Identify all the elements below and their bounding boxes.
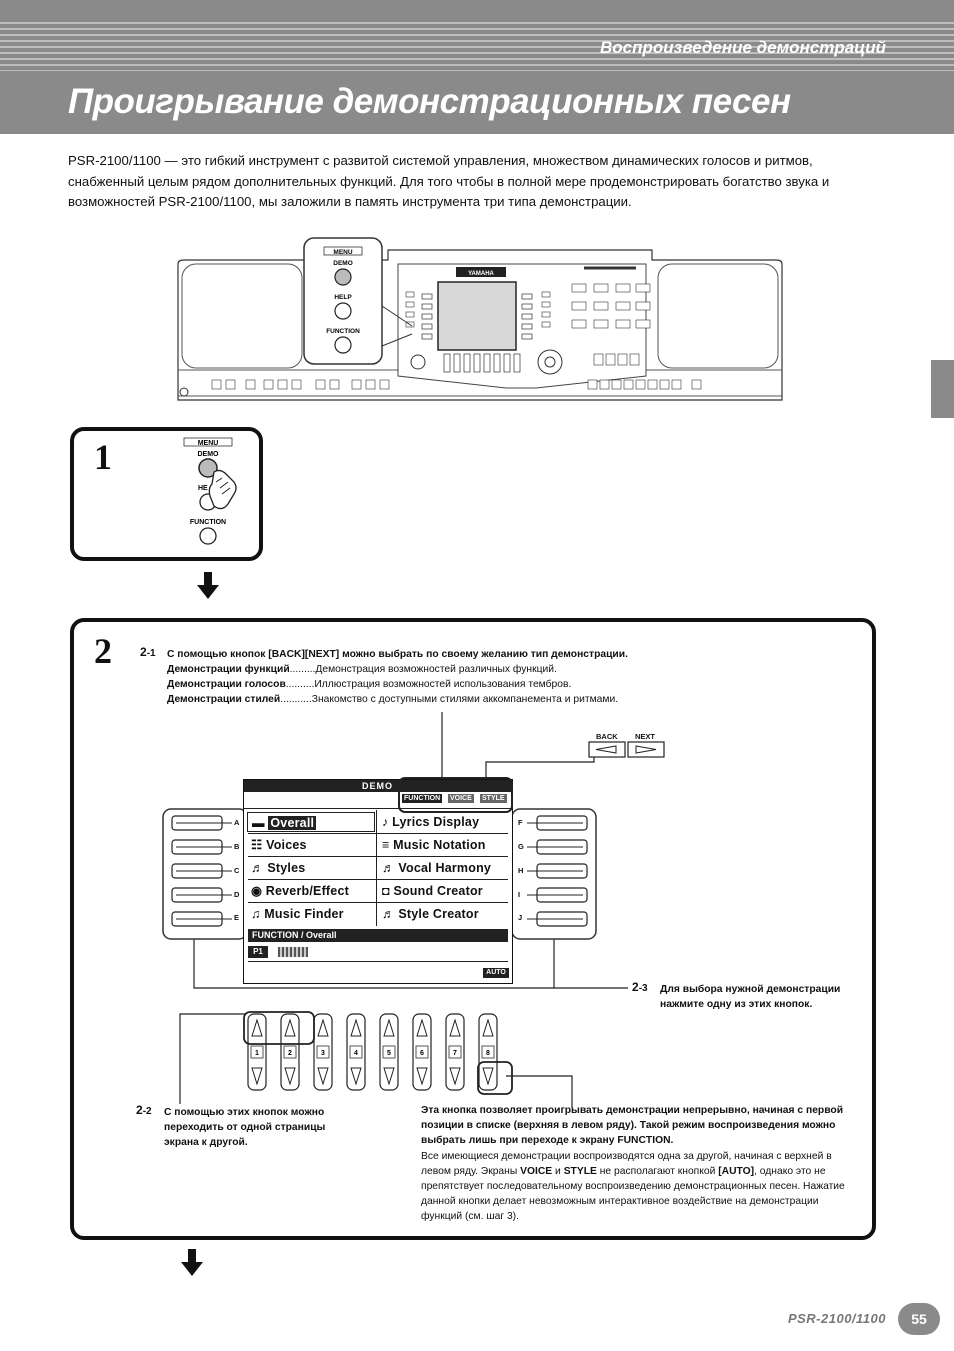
keyboard-illustration: YAMAHA MENU DEMO HELP FUNCTION: [177, 237, 783, 401]
lcd-item-music-finder[interactable]: ♫ Music Finder: [251, 907, 344, 921]
function-label: FUNCTION: [190, 519, 226, 526]
demo-label: DEMO: [198, 451, 220, 458]
auto-bold-text: Эта кнопка позволяет проигрывать демонст…: [421, 1105, 844, 1146]
demo-type-function: Демонстрации функций.........Демонстраци…: [167, 664, 557, 675]
lcd-status-bar: FUNCTION / Overall: [248, 929, 508, 942]
down-arrow-icon: [181, 1249, 203, 1276]
demo-button[interactable]: [198, 458, 218, 478]
lcd-item-style-creator[interactable]: ♬ Style Creator: [382, 907, 479, 921]
lcd-item-vocal-harmony[interactable]: ♬ Vocal Harmony: [382, 861, 492, 875]
back-label: BACK: [596, 732, 618, 741]
step2-number: 2: [94, 631, 112, 671]
lcd-item-sound-creator[interactable]: ◘ Sound Creator: [382, 884, 483, 898]
tab-function[interactable]: FUNCTION: [402, 794, 443, 803]
lcd-screen: DEMO FUNCTION VOICE STYLE ▬ Overall ☷ Vo…: [243, 779, 513, 984]
lcd-title: DEMO: [362, 781, 393, 791]
s21-number: 2-1: [140, 645, 156, 659]
letter-a: A: [234, 818, 240, 827]
kb-help-label: HELP: [334, 294, 352, 301]
footer-model: PSR-2100/1100: [787, 1311, 886, 1326]
number-button-4[interactable]: 4: [346, 1013, 366, 1091]
lcd-item-reverb[interactable]: ◉ Reverb/Effect: [251, 884, 349, 898]
menu-label: MENU: [198, 440, 219, 447]
letter-h: H: [518, 866, 524, 875]
header-band: [0, 0, 954, 134]
letter-d: D: [234, 890, 240, 899]
number-button-label: 5: [387, 1050, 391, 1057]
number-button-8[interactable]: 8: [478, 1013, 498, 1091]
number-button-6[interactable]: 6: [412, 1013, 432, 1091]
number-button-label: 2: [288, 1050, 292, 1057]
lcd-status-text: FUNCTION / Overall: [252, 930, 337, 940]
s23-number: 2-3: [632, 980, 648, 994]
demo-type-voice: Демонстрации голосов..........Иллюстраци…: [167, 679, 572, 690]
svg-text:HE: HE: [198, 485, 208, 492]
step1-number: 1: [94, 437, 112, 477]
kb-function-label: FUNCTION: [326, 328, 360, 335]
number-button-label: 7: [453, 1050, 457, 1057]
letter-b: B: [234, 842, 240, 851]
side-tab: [931, 360, 954, 418]
lcd-item-styles[interactable]: ♬ Styles: [251, 861, 306, 875]
letter-g: G: [518, 842, 524, 851]
number-button-3[interactable]: 3: [313, 1013, 333, 1091]
demo-type-style: Демонстрации стилей...........Знакомство…: [167, 694, 619, 705]
lcd-tabs: FUNCTION VOICE STYLE: [402, 792, 508, 806]
lcd-item-voices[interactable]: ☷ Voices: [251, 838, 307, 852]
lcd-item-notation[interactable]: ≡ Music Notation: [382, 838, 486, 852]
number-button-label: 6: [420, 1050, 424, 1057]
page-title: Проигрывание демонстрационных песен: [68, 82, 791, 121]
s22-text: С помощью этих кнопок можно переходить о…: [164, 1107, 326, 1148]
number-button-1[interactable]: 1: [247, 1013, 267, 1091]
lcd-auto-button[interactable]: AUTO: [483, 968, 509, 978]
auto-button-highlight: [477, 1061, 513, 1095]
page-buttons-highlight: [243, 1011, 315, 1045]
number-buttons: 1 2 3 4 5 6 7 8: [243, 1011, 513, 1095]
finger-icon: [208, 469, 237, 510]
tabs-highlight: [398, 777, 513, 813]
function-button[interactable]: [199, 527, 217, 545]
auto-description: Все имеющиеся демонстрации воспроизводят…: [421, 1151, 845, 1222]
kb-menu-label: MENU: [333, 249, 352, 256]
number-button-2[interactable]: 2: [280, 1013, 300, 1091]
letter-c: C: [234, 866, 240, 875]
down-arrow-icon: [197, 572, 219, 599]
tab-style[interactable]: STYLE: [480, 794, 507, 803]
lcd-item-overall[interactable]: ▬ Overall: [247, 812, 375, 832]
number-button-label: 4: [354, 1050, 358, 1057]
tab-voice[interactable]: VOICE: [448, 794, 474, 803]
s22-number: 2-2: [136, 1103, 152, 1117]
lcd-title-bar: DEMO: [244, 780, 512, 792]
s21-text: С помощью кнопок [BACK][NEXT] можно выбр…: [167, 649, 628, 660]
number-button-label: 8: [486, 1050, 490, 1057]
letter-j: J: [518, 913, 523, 922]
number-button-7[interactable]: 7: [445, 1013, 465, 1091]
kb-demo-label: DEMO: [333, 260, 353, 267]
section-title: Воспроизведение демонстраций: [600, 38, 886, 57]
page-number: 55: [898, 1303, 940, 1335]
intro-paragraph: PSR-2100/1100 — это гибкий инструмент с …: [68, 153, 830, 209]
right-side-buttons: [511, 808, 597, 940]
s23-text: Для выбора нужной демонстрации нажмите о…: [660, 984, 841, 1010]
number-button-5[interactable]: 5: [379, 1013, 399, 1091]
step1-buttons: MENU DEMO HE FUNCTION: [183, 437, 237, 545]
letter-e: E: [234, 913, 240, 922]
lcd-page-p2[interactable]: [278, 947, 308, 957]
lcd-page-p1[interactable]: P1: [248, 946, 268, 958]
left-side-buttons: [162, 808, 248, 940]
next-label: NEXT: [635, 732, 656, 741]
letter-f: F: [518, 818, 523, 827]
yamaha-logo-text: YAMAHA: [468, 271, 494, 277]
number-button-label: 1: [255, 1050, 259, 1057]
number-button-label: 3: [321, 1050, 325, 1057]
letter-i: I: [518, 890, 521, 899]
back-next-buttons: [588, 741, 665, 758]
lcd-item-lyrics[interactable]: ♪ Lyrics Display: [382, 815, 480, 829]
connector-lines: [179, 712, 628, 1108]
